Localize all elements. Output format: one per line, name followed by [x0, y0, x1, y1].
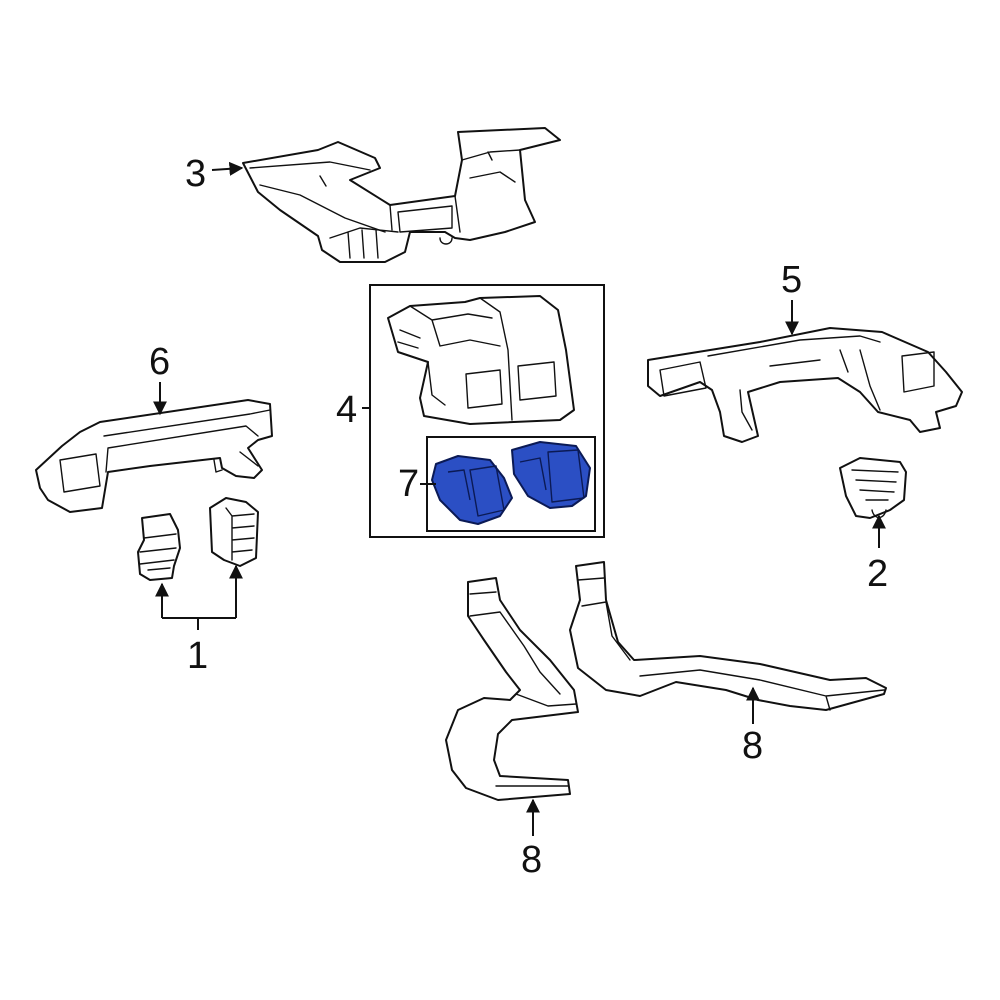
callout-8b: 8: [742, 725, 763, 767]
leader-1: [161, 566, 237, 630]
callout-6: 6: [149, 341, 170, 383]
part-8-duct-left[interactable]: [445, 577, 579, 801]
callout-3: 3: [185, 153, 206, 195]
part-1-vent-right[interactable]: [209, 497, 259, 567]
part-3-duct[interactable]: [242, 127, 561, 263]
part-7-vent-grilles[interactable]: [431, 441, 591, 525]
callout-4: 4: [336, 389, 357, 431]
callout-8a: 8: [521, 839, 542, 881]
callout-7: 7: [398, 463, 419, 505]
part-5-duct[interactable]: [647, 327, 963, 443]
callout-5: 5: [781, 259, 802, 301]
callout-2: 2: [867, 553, 888, 595]
leader-3: [211, 161, 244, 176]
part-8-duct-right[interactable]: [569, 561, 887, 711]
assembly-4-box: [369, 284, 605, 538]
part-2-vent[interactable]: [839, 457, 907, 519]
leader-lines: [153, 161, 886, 836]
part-6-duct[interactable]: [35, 399, 273, 513]
part-4-vent-assembly[interactable]: [387, 295, 575, 425]
part-1-vent-left[interactable]: [137, 513, 181, 581]
callout-1: 1: [187, 635, 208, 677]
